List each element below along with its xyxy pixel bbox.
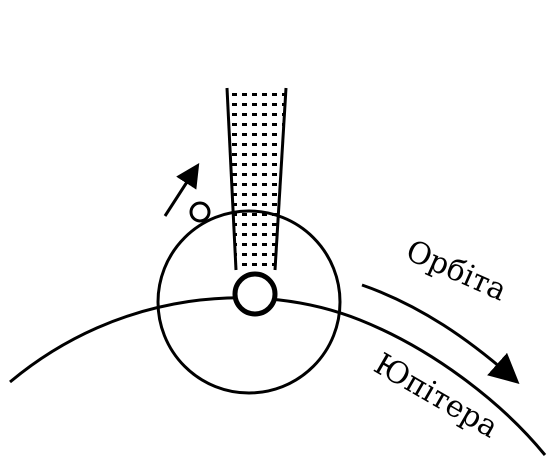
satellite-body xyxy=(191,203,209,221)
orbit-label-line1: Орбіта xyxy=(401,233,512,308)
jupiter-planet xyxy=(235,274,275,314)
comet-tail xyxy=(227,88,286,270)
